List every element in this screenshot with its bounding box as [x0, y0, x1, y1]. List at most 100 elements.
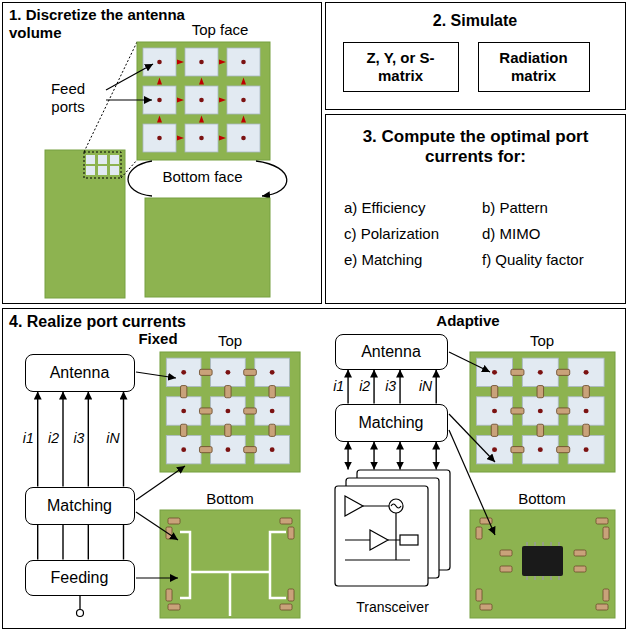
phone-body	[45, 150, 125, 298]
text-slot: Feeding	[46, 568, 114, 587]
panel-heading: 4. Realize port currents	[9, 312, 309, 331]
connector	[436, 370, 437, 404]
leader-line	[449, 352, 490, 372]
connector	[373, 442, 374, 470]
panel-text: Adaptive	[423, 312, 513, 330]
flip-arrow	[128, 161, 287, 196]
fixed-bottom-board	[160, 510, 300, 618]
box-label: Matching	[359, 413, 424, 432]
panel-text: d) MIMO	[482, 225, 617, 243]
fixed-bottom-board	[168, 604, 180, 610]
panel-heading: 3. Compute the optimal port currents for…	[334, 127, 617, 168]
text-slot: Adaptive	[423, 312, 513, 330]
fixed-bottom-board	[168, 518, 180, 524]
fixed-top-board	[181, 369, 276, 452]
panel-heading: 1. Discretize the antenna volume	[9, 6, 197, 42]
current-label: i2	[340, 378, 370, 395]
feed-input	[79, 596, 80, 609]
connector	[436, 442, 437, 470]
bottom-face	[145, 198, 270, 297]
text-slot: a) Efficiency	[344, 199, 479, 217]
fixed-bottom-board	[166, 589, 172, 601]
current-label: iN	[402, 378, 432, 395]
label-slot: i1	[4, 430, 34, 447]
adaptive-bottom-board	[603, 527, 609, 539]
current-label: i3	[366, 378, 396, 395]
flip-arrow	[256, 161, 287, 196]
adaptive-bottom-board	[522, 546, 563, 576]
block-box: Matching	[335, 404, 448, 442]
label-slot: i3	[366, 378, 396, 395]
box-label: Antenna	[361, 342, 421, 361]
adaptive-bottom-board	[500, 550, 512, 556]
adaptive-bottom-board	[574, 550, 586, 556]
transceiver-stack	[345, 504, 410, 560]
leader-line	[106, 64, 153, 100]
current-label: i3	[54, 430, 84, 447]
zoom-inset	[84, 42, 137, 178]
label-slot: i2	[29, 430, 59, 447]
zoom-inset	[98, 166, 107, 175]
zoom-inset	[86, 155, 95, 164]
connector	[88, 525, 89, 560]
connector	[88, 392, 89, 487]
part-label: Bottom	[190, 490, 270, 508]
box-label: Antenna	[50, 363, 110, 382]
text-slot: 1. Discretize the antenna volume	[9, 6, 197, 42]
label-slot: Bottom face	[140, 168, 265, 186]
label-slot: i2	[340, 378, 370, 395]
label-slot: Top face	[165, 21, 275, 39]
adaptive-bottom-board	[480, 604, 492, 610]
step-panel: 2. Simulate Z, Y, or S-matrix Radiation ma…	[325, 2, 626, 110]
box-label: Radiation matrix	[484, 49, 584, 85]
leader-line	[136, 466, 185, 500]
feed-input	[77, 610, 84, 617]
leader-line	[449, 352, 495, 535]
text-slot: Antenna	[45, 363, 115, 382]
panel-text: Fixed	[113, 330, 203, 348]
adaptive-bottom-board	[574, 566, 586, 572]
fixed-bottom-board	[160, 510, 300, 618]
label-slot: iN	[402, 378, 432, 395]
panel-text: b) Pattern	[482, 199, 617, 217]
adaptive-bottom-board	[596, 604, 608, 610]
label-slot: Feed ports	[36, 80, 100, 116]
leader-line	[106, 99, 152, 100]
block-box: Matching	[25, 487, 135, 525]
part-label: Bottom	[502, 490, 582, 508]
step-panel: 1. Discretize the antenna volume	[2, 2, 322, 304]
adaptive-bottom-board	[476, 527, 482, 539]
connector	[123, 525, 124, 560]
leader-line	[449, 430, 495, 535]
box-label: Matching	[47, 496, 112, 515]
step-panel: 3. Compute the optimal port currents for…	[325, 114, 626, 304]
label-slot: Top	[502, 332, 582, 350]
connector	[347, 442, 348, 470]
fixed-bottom-board	[288, 527, 294, 539]
current-label: iN	[90, 430, 120, 447]
panel-text: a) Efficiency	[344, 199, 479, 217]
fixed-top-board	[160, 352, 300, 472]
transceiver-stack	[345, 496, 388, 550]
block-box: Antenna	[25, 354, 135, 392]
text-slot: Z, Y, or S-matrix	[344, 49, 458, 85]
step-panel: 4. Realize port currentsFixedAdaptiveAnt…	[2, 308, 626, 629]
panel-heading: 2. Simulate	[326, 11, 624, 30]
zoom-inset	[84, 42, 137, 152]
feed-port-arrows	[157, 60, 246, 141]
adaptive-top-board	[470, 352, 615, 472]
label-slot: Top	[190, 332, 270, 350]
zoom-inset	[84, 152, 121, 178]
leader-line	[136, 512, 178, 540]
adaptive-bottom-board	[476, 589, 482, 601]
text-slot: 2. Simulate	[326, 11, 624, 30]
text-slot: d) MIMO	[482, 225, 617, 243]
part-label: Top face	[165, 21, 275, 39]
transceiver-stack	[400, 535, 418, 545]
text-slot: 4. Realize port currents	[9, 312, 309, 331]
text-slot: Matching	[42, 496, 117, 515]
text-slot: Radiation matrix	[479, 49, 589, 85]
connector	[123, 392, 124, 487]
connector	[399, 442, 400, 470]
leader-line	[106, 64, 153, 90]
